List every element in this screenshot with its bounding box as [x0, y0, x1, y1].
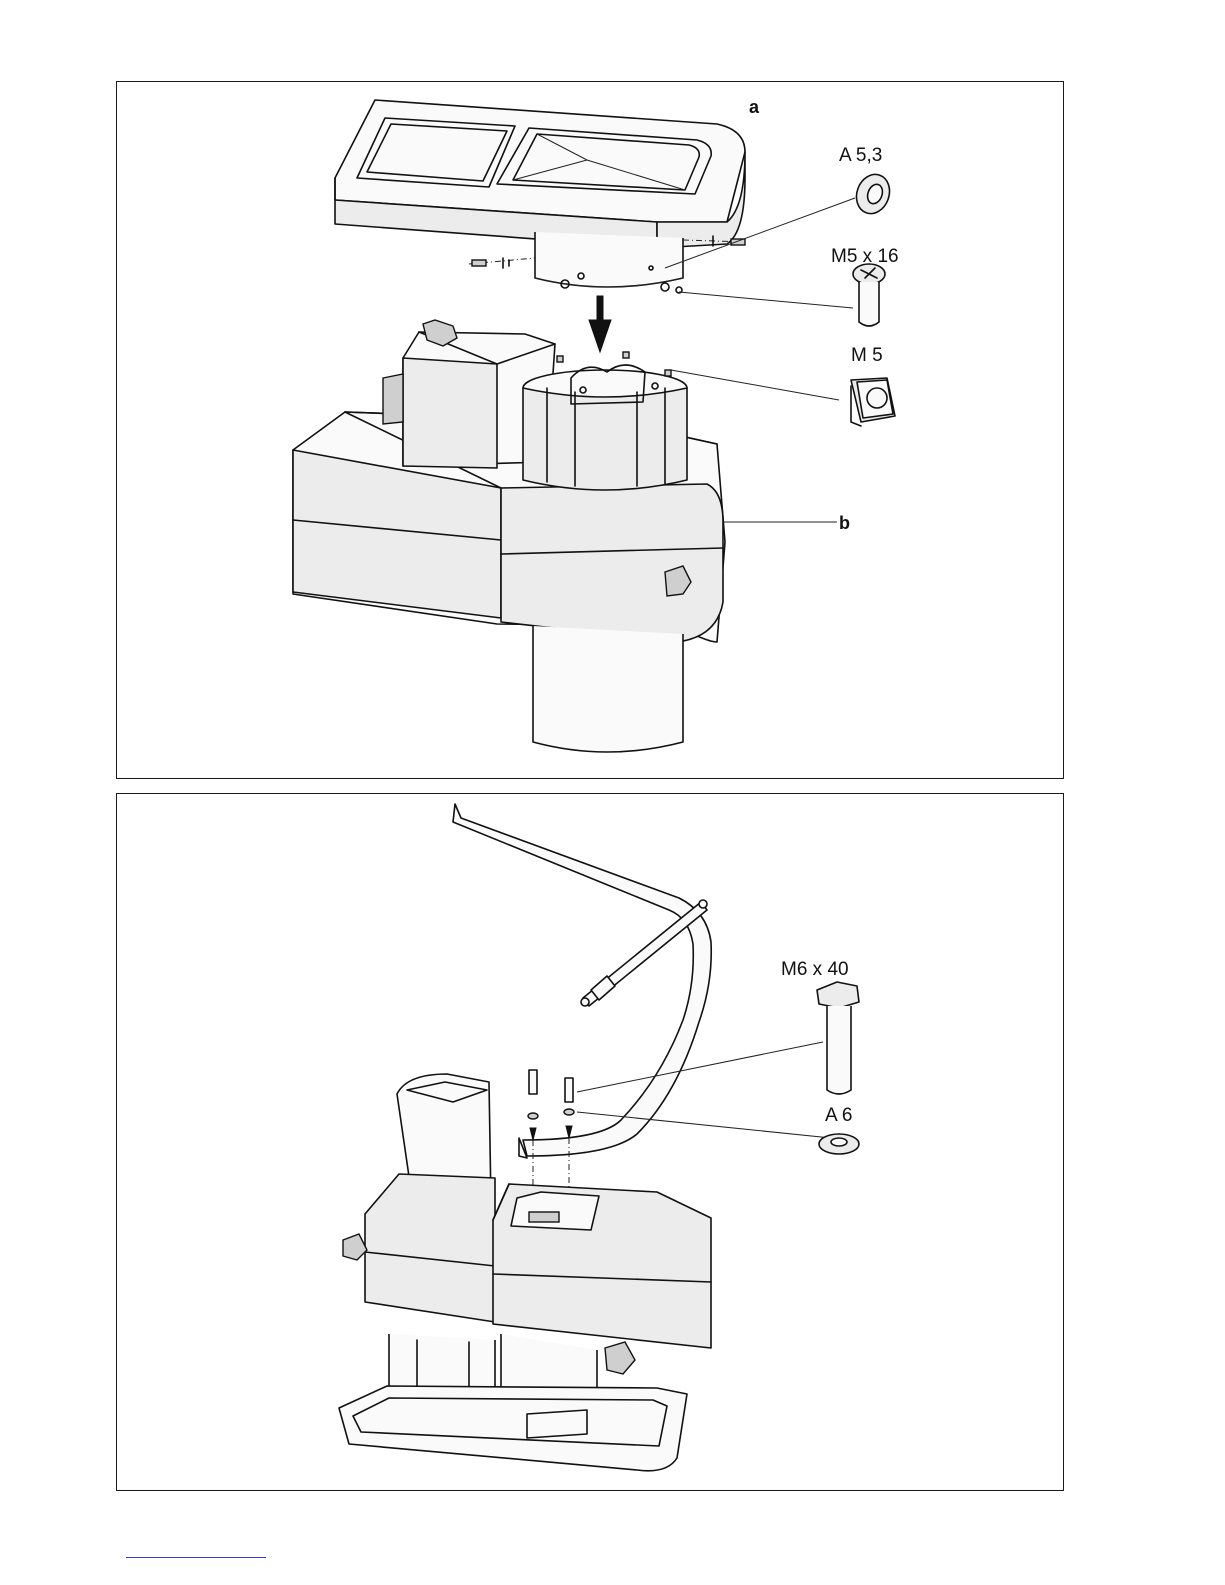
hopper-mounting-drawing: [117, 82, 1064, 779]
washer-a53-label: A 5,3: [839, 146, 882, 165]
bolt-m6x40-label: M6 x 40: [781, 960, 849, 979]
handle-mounting-drawing: [117, 794, 1064, 1491]
screw-m5x16-label: M5 x 16: [831, 247, 899, 266]
washer-a6-label: A 6: [825, 1106, 852, 1125]
handle-bolts: [528, 1070, 574, 1198]
down-arrow-icon: [589, 296, 611, 352]
washer-a53: [851, 170, 895, 219]
footer-rule: [126, 1557, 266, 1558]
leader-lines: [577, 1042, 831, 1138]
part-label-a: a: [749, 98, 759, 116]
grinder-body: [339, 1074, 711, 1471]
nut-m5-label: M 5: [851, 346, 883, 365]
adjustment-rod: [581, 900, 707, 1006]
nut-m5: [851, 378, 895, 426]
washer-a6: [819, 1134, 859, 1154]
push-handle: [453, 804, 711, 1158]
hopper-tray: [335, 100, 745, 248]
hopper-neck: [535, 232, 683, 287]
assembly-diagram-top: a A 5,3 M5 x 16 M 5 b: [116, 81, 1064, 779]
screw-m5x16: [853, 264, 885, 326]
assembly-diagram-bottom: M6 x 40 A 6: [116, 793, 1064, 1491]
part-label-b: b: [839, 514, 850, 532]
bolt-m6x40: [817, 982, 859, 1094]
